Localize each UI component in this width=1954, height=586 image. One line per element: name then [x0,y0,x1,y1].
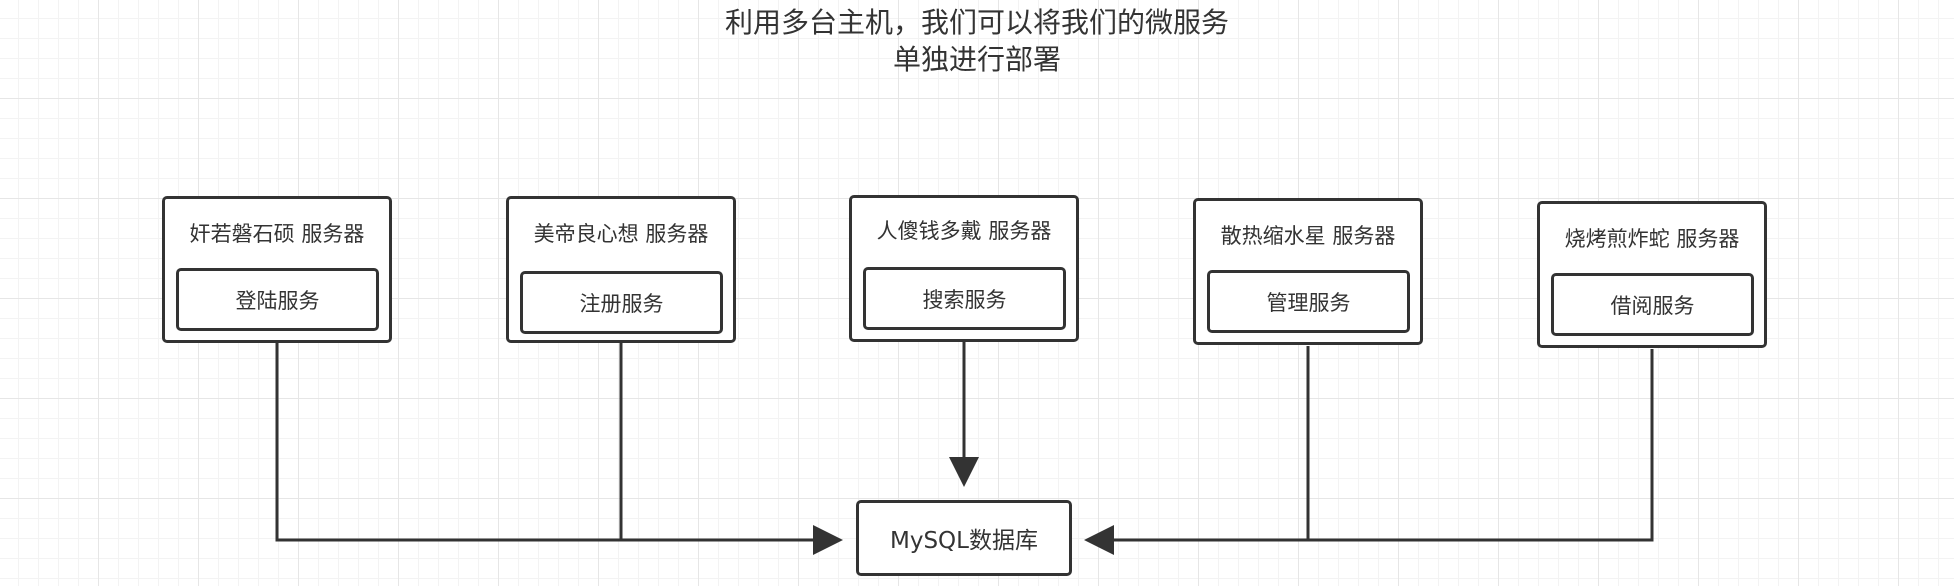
server-box-login[interactable]: 奸若磐石硕 服务器 登陆服务 [162,196,392,343]
server-box-register[interactable]: 美帝良心想 服务器 注册服务 [506,196,736,343]
server-name: 烧烤煎炸蛇 服务器 [1564,227,1740,251]
server-box-search[interactable]: 人傻钱多戴 服务器 搜索服务 [849,195,1079,342]
search-service-box[interactable]: 搜索服务 [863,267,1066,330]
connector-borrow-to-db [1084,349,1654,555]
server-box-borrow[interactable]: 烧烤煎炸蛇 服务器 借阅服务 [1537,201,1767,348]
login-service-box[interactable]: 登陆服务 [176,268,379,331]
manage-service-box[interactable]: 管理服务 [1207,270,1410,333]
diagram-title: 利用多台主机，我们可以将我们的微服务 单独进行部署 [577,4,1377,78]
server-name: 人傻钱多戴 服务器 [876,219,1052,243]
diagram-title-line-1: 利用多台主机，我们可以将我们的微服务 [724,6,1229,39]
server-name: 散热缩水星 服务器 [1220,224,1396,248]
borrow-service-box[interactable]: 借阅服务 [1551,273,1754,336]
server-box-manage[interactable]: 散热缩水星 服务器 管理服务 [1193,198,1423,345]
diagram-title-line-2: 单独进行部署 [892,43,1061,76]
server-name: 美帝良心想 服务器 [533,222,709,246]
mysql-database-box[interactable]: MySQL数据库 [856,500,1072,576]
connector-login-to-db [275,341,843,555]
register-service-box[interactable]: 注册服务 [520,271,723,334]
server-name: 奸若磐石硕 服务器 [189,222,365,246]
